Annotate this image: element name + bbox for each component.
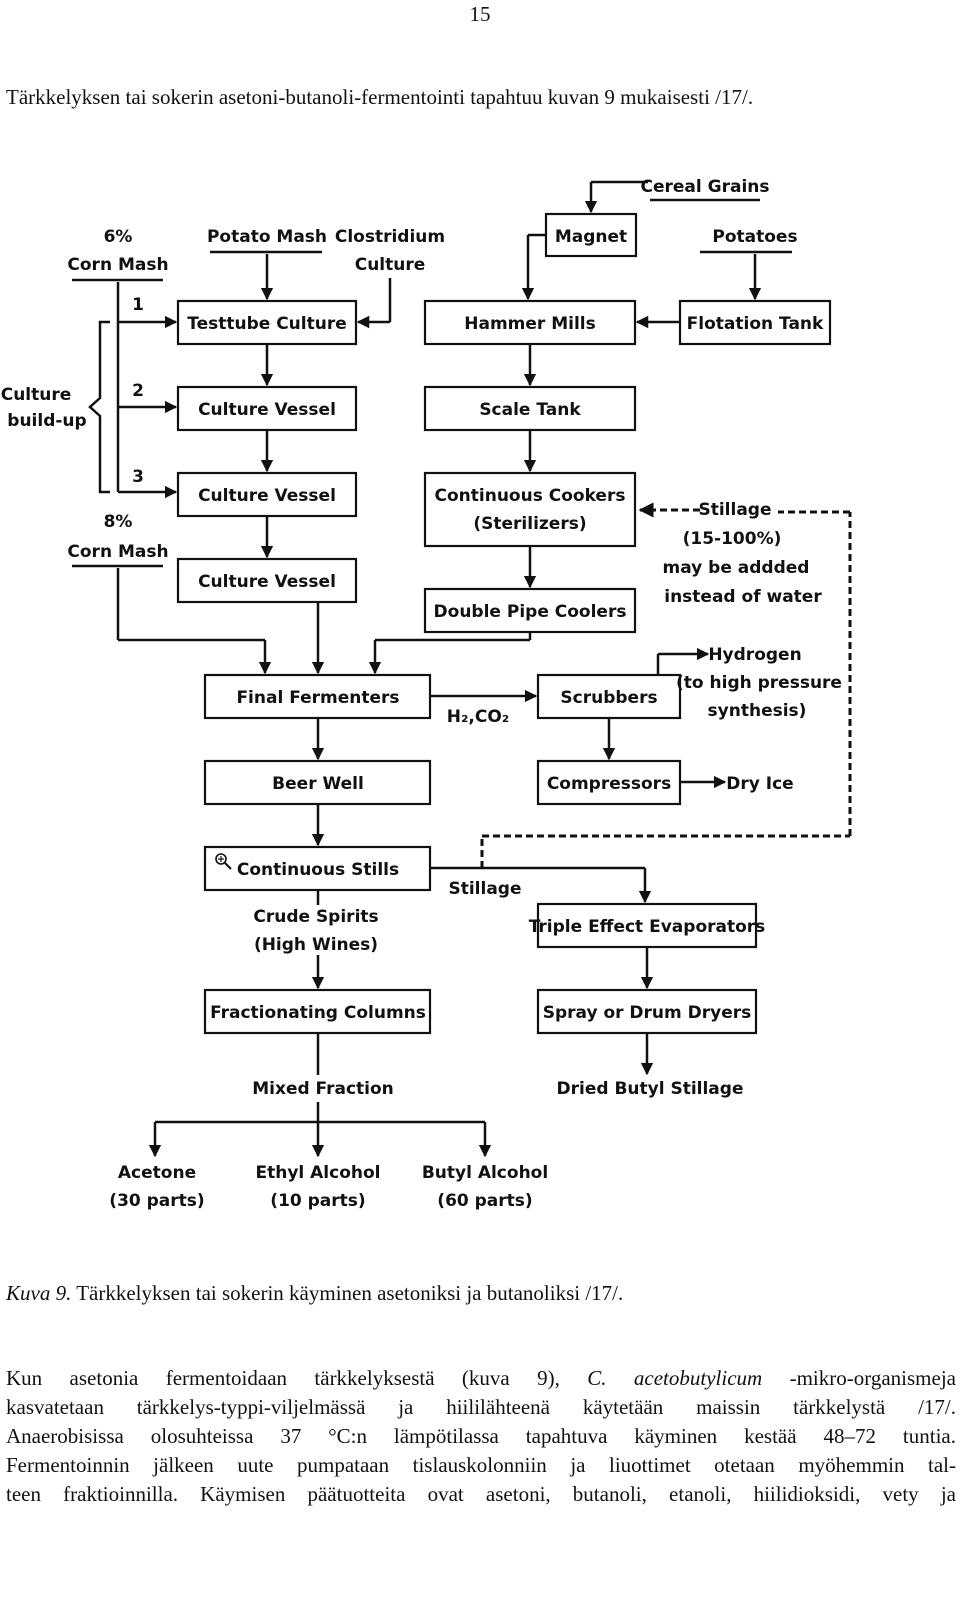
step-2-label: 2 bbox=[132, 381, 144, 401]
scale-tank-label: Scale Tank bbox=[479, 400, 581, 420]
hammer-mills-label: Hammer Mills bbox=[464, 314, 595, 334]
ethyl-parts-label: (10 parts) bbox=[270, 1191, 365, 1211]
body-paragraph: Kun asetonia fermentoidaan tärkkelyksest… bbox=[6, 1364, 956, 1509]
flotation-tank-label: Flotation Tank bbox=[687, 314, 824, 334]
caption-label: Kuva 9. bbox=[6, 1281, 72, 1305]
fermentation-flow-diagram: Magnet Testtube Culture Hammer Mills Flo… bbox=[1, 177, 852, 1211]
caption-text: Tärkkelyksen tai sokerin käyminen aseton… bbox=[71, 1281, 624, 1305]
intro-sentence: Tärkkelyksen tai sokerin asetoni-butanol… bbox=[6, 85, 754, 109]
corn-mash-6-label: Corn Mash bbox=[67, 255, 168, 275]
synthesis-label: synthesis) bbox=[708, 701, 807, 721]
triple-effect-evaporators-label: Triple Effect Evaporators bbox=[529, 917, 766, 937]
spray-or-drum-dryers-label: Spray or Drum Dryers bbox=[543, 1003, 752, 1023]
double-pipe-coolers-label: Double Pipe Coolers bbox=[434, 602, 627, 622]
page-number: 15 bbox=[469, 2, 491, 26]
stillage-recycle-loop bbox=[480, 502, 852, 868]
butyl-alcohol-label: Butyl Alcohol bbox=[422, 1163, 548, 1183]
stillage-outlet-label: Stillage bbox=[448, 879, 521, 899]
culture-vessel-1-label: Culture Vessel bbox=[198, 400, 336, 420]
paragraph-line-3: Anaerobisissa olosuhteissa 37 °C:n lämpö… bbox=[6, 1424, 956, 1448]
potatoes-label: Potatoes bbox=[712, 227, 797, 247]
label-underlines bbox=[72, 198, 792, 568]
stillage-water-label: instead of water bbox=[664, 587, 822, 607]
high-pressure-label: (to high pressure bbox=[676, 673, 842, 693]
stillage-recycle-label: Stillage bbox=[698, 500, 771, 520]
fractionating-columns-label: Fractionating Columns bbox=[210, 1003, 426, 1023]
figure-caption: Kuva 9. Tärkkelyksen tai sokerin käymine… bbox=[6, 1281, 956, 1306]
continuous-cookers-box bbox=[423, 471, 637, 548]
continuous-cookers-label: Continuous Cookers bbox=[435, 486, 626, 506]
scale-tank-box bbox=[423, 385, 637, 432]
high-wines-label: (High Wines) bbox=[254, 935, 378, 955]
testtube-culture-box bbox=[176, 299, 358, 346]
acetone-parts-label: (30 parts) bbox=[109, 1191, 204, 1211]
culture-vessel-3-box bbox=[176, 557, 358, 604]
continuous-stills-box bbox=[203, 845, 432, 892]
compressors-label: Compressors bbox=[547, 774, 671, 794]
paragraph-line-2: kasvatetaan tärkkelys-typpi-viljelmässä … bbox=[6, 1395, 956, 1419]
paragraph-line-1: Kun asetonia fermentoidaan tärkkelyksest… bbox=[6, 1366, 956, 1390]
acetone-label: Acetone bbox=[118, 1163, 196, 1183]
hydrogen-label: Hydrogen bbox=[708, 645, 801, 665]
dried-butyl-stillage-label: Dried Butyl Stillage bbox=[557, 1079, 744, 1099]
flow-connectors bbox=[88, 180, 762, 1158]
step-3-label: 3 bbox=[132, 467, 144, 487]
culture-vessel-3-label: Culture Vessel bbox=[198, 572, 336, 592]
flotation-tank-box bbox=[678, 299, 832, 346]
clostridium-label: Clostridium bbox=[335, 227, 445, 247]
cereal-grains-label: Cereal Grains bbox=[641, 177, 770, 197]
stillage-added-label: may be addded bbox=[663, 558, 810, 578]
butyl-parts-label: (60 parts) bbox=[437, 1191, 532, 1211]
continuous-stills-label: Continuous Stills bbox=[237, 860, 399, 880]
beer-well-label: Beer Well bbox=[272, 774, 364, 794]
clostridium-culture-label: Culture bbox=[355, 255, 426, 275]
fractionating-columns-box bbox=[203, 988, 432, 1035]
culture-buildup-label: Culture bbox=[1, 385, 72, 405]
stillage-percent-label: (15-100%) bbox=[683, 529, 782, 549]
culture-vessel-2-label: Culture Vessel bbox=[198, 486, 336, 506]
dry-ice-label: Dry Ice bbox=[726, 774, 793, 794]
paragraph-line-4: Fermentoinnin jälkeen uute pumpataan tis… bbox=[6, 1453, 956, 1477]
compressors-box bbox=[536, 759, 682, 806]
paragraph-line-5: teen fraktioinnilla. Käymisen päätuottei… bbox=[6, 1482, 956, 1506]
final-fermenters-box bbox=[203, 673, 432, 720]
spray-or-drum-dryers-box bbox=[536, 988, 758, 1035]
step-1-label: 1 bbox=[132, 295, 144, 315]
magnet-label: Magnet bbox=[555, 227, 627, 247]
h2-co2-label: H₂,CO₂ bbox=[447, 707, 510, 727]
corn-8-percent: 8% bbox=[104, 512, 133, 532]
mixed-fraction-label: Mixed Fraction bbox=[252, 1079, 394, 1099]
corn-mash-8-label: Corn Mash bbox=[67, 542, 168, 562]
culture-buildup-label-2: build-up bbox=[7, 411, 86, 431]
ethyl-alcohol-label: Ethyl Alcohol bbox=[255, 1163, 380, 1183]
crude-spirits-label: Crude Spirits bbox=[253, 907, 378, 927]
beer-well-box bbox=[203, 759, 432, 806]
scrubbers-box bbox=[536, 673, 682, 720]
final-fermenters-label: Final Fermenters bbox=[236, 688, 399, 708]
sterilizers-label: (Sterilizers) bbox=[473, 514, 586, 534]
potato-mash-label: Potato Mash bbox=[207, 227, 327, 247]
magnifier-icon bbox=[215, 853, 232, 870]
testtube-culture-label: Testtube Culture bbox=[187, 314, 347, 334]
corn-6-percent: 6% bbox=[104, 227, 133, 247]
scrubbers-label: Scrubbers bbox=[560, 688, 657, 708]
